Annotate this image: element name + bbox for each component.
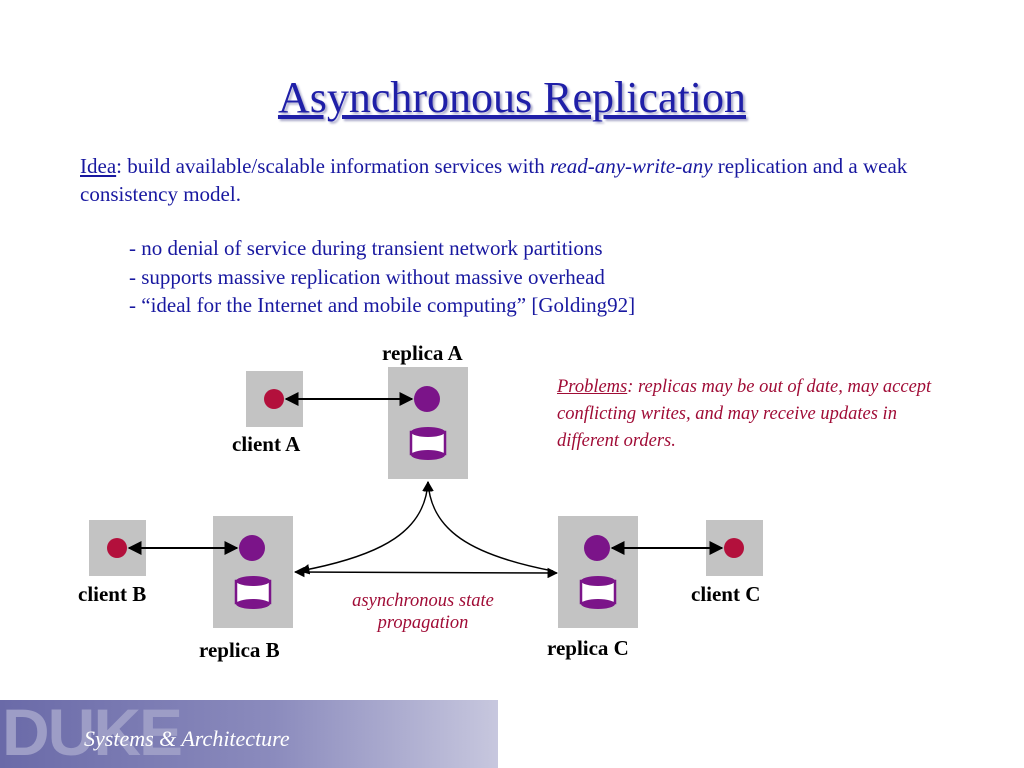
replica-c-label: replica C — [547, 636, 629, 660]
replica-c-box — [558, 516, 638, 628]
curve-replica-b-replica-a — [298, 480, 433, 575]
footer-subtitle: Systems & Architecture — [84, 726, 290, 751]
replica-a-database-icon — [409, 427, 447, 460]
duke-logo: DUKE — [2, 700, 183, 768]
bullet-item: - supports massive replication without m… — [129, 264, 605, 289]
client-a-label: client A — [232, 432, 301, 456]
idea-text-after: replication and a weak consistency model… — [80, 154, 908, 206]
idea-paragraph: Idea: build available/scalable informati… — [80, 152, 960, 208]
arrow-replica-b-replica-c — [293, 566, 559, 579]
propagation-caption: asynchronous state propagation — [318, 590, 528, 634]
client-b-label: client B — [78, 582, 147, 606]
propagation-line-1: asynchronous state — [352, 591, 494, 611]
replica-b-label: replica B — [199, 638, 280, 662]
idea-text-before: : build available/scalable information s… — [116, 154, 551, 178]
problems-text: : replicas may be out of date, may accep… — [557, 377, 932, 451]
bullet-item: - no denial of service during transient … — [129, 236, 603, 260]
problems-note: Problems: replicas may be out of date, m… — [557, 374, 937, 455]
client-b-dot — [107, 538, 127, 558]
bullet-list: - no denial of service during transient … — [129, 234, 635, 320]
problems-label: Problems — [557, 377, 628, 397]
bullet-item: - “ideal for the Internet and mobile com… — [129, 293, 636, 317]
replica-c-database-icon — [579, 576, 617, 609]
replica-a-node — [414, 386, 440, 412]
client-a-dot — [264, 389, 284, 409]
replica-b-node — [239, 535, 265, 561]
idea-label: Idea — [80, 154, 117, 178]
client-c-label: client C — [691, 582, 761, 606]
replica-c-node — [584, 535, 610, 561]
client-c-dot — [724, 538, 744, 558]
curve-replica-c-replica-a — [423, 480, 554, 572]
propagation-line-2: propagation — [377, 613, 469, 633]
replica-a-box — [388, 367, 468, 479]
slide-title: Asynchronous Replication — [277, 73, 747, 122]
replica-b-database-icon — [234, 576, 272, 609]
footer-banner: DUKE Systems & Architecture — [0, 700, 498, 768]
idea-emphasis: read-any-write-any — [550, 154, 713, 178]
replica-b-box — [213, 516, 293, 628]
replica-a-label: replica A — [382, 341, 463, 365]
